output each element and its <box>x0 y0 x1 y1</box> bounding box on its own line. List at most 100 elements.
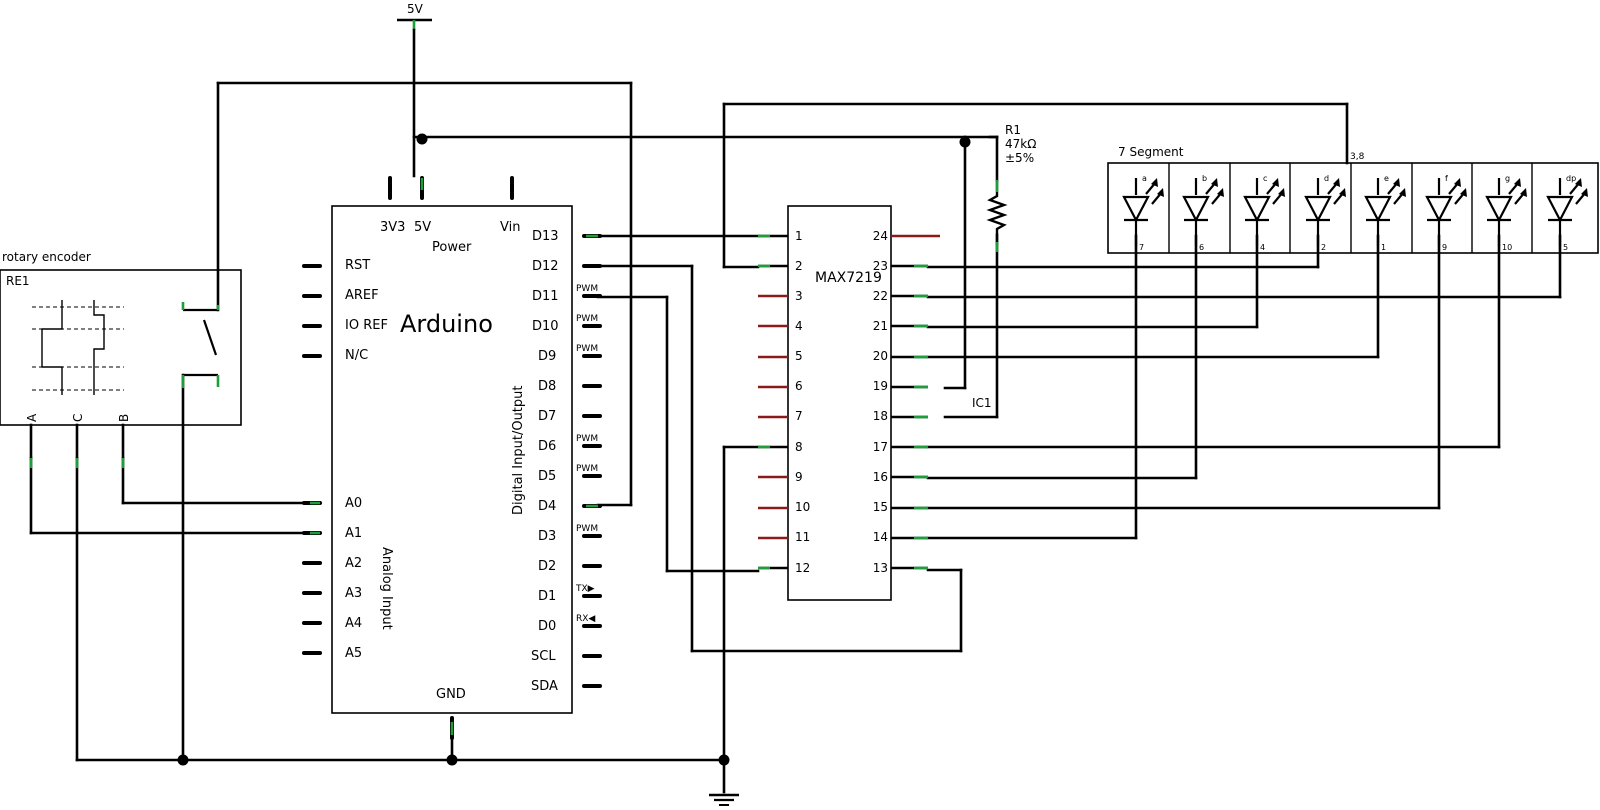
supply-label: 5V <box>407 2 424 16</box>
arduino-name: Arduino <box>400 310 493 338</box>
digital-pin-d2: D2 <box>538 559 556 574</box>
analog-pin-a0: A0 <box>345 496 362 511</box>
digital-pin-d5: D5 <box>538 469 556 484</box>
segment-pin: 6 <box>1199 243 1204 252</box>
segment-letter: b <box>1202 174 1207 183</box>
encoder-title: rotary encoder <box>2 250 91 264</box>
max7219-name: MAX7219 <box>815 270 882 286</box>
max7219-pin-20: 20 <box>873 349 888 363</box>
encoder-body <box>0 269 242 426</box>
analog-pin-a5: A5 <box>345 646 362 661</box>
segment-letter: d <box>1324 174 1329 183</box>
max7219-pin-1: 1 <box>795 229 803 243</box>
ground-symbol <box>709 793 739 806</box>
max7219-pin-21: 21 <box>873 319 888 333</box>
digital-pin-d12: D12 <box>532 259 559 274</box>
segment-led-g: g 10 <box>1485 163 1533 253</box>
resistor-r1: R1 47kΩ ±5% <box>986 123 1036 252</box>
max7219-pin-13: 13 <box>873 561 888 575</box>
display-body <box>1107 162 1599 254</box>
pin-tag-d1: TX▶ <box>575 584 595 594</box>
max7219-pin-23: 23 <box>873 259 888 273</box>
segment-led-f: f 9 <box>1425 163 1473 253</box>
power-pin-3v3: 3V3 <box>380 220 405 235</box>
gnd-label: GND <box>436 687 466 702</box>
max7219-pin-9: 9 <box>795 470 803 484</box>
resistor-tolerance: ±5% <box>1005 151 1034 165</box>
segment-led-dp: dp 5 <box>1546 174 1588 252</box>
max7219-pin-18: 18 <box>873 409 888 423</box>
digital-pin-d0: D0 <box>538 619 556 634</box>
junction-dots <box>177 133 971 766</box>
max7219-pin-11: 11 <box>795 530 810 544</box>
pin-tag-d0: RX◀ <box>576 614 595 624</box>
digital-pin-d13: D13 <box>532 229 559 244</box>
display-title: 7 Segment <box>1118 145 1184 159</box>
segment-letter: c <box>1263 174 1267 183</box>
segment-letter: dp <box>1566 174 1576 183</box>
analog-pin-a4: A4 <box>345 616 362 631</box>
segment-pin: 5 <box>1563 243 1568 252</box>
segment-pin: 1 <box>1381 243 1386 252</box>
max7219-pin-16: 16 <box>873 470 888 484</box>
analog-pin-a2: A2 <box>345 556 362 571</box>
pin-tag-d11: PWM <box>576 284 598 294</box>
max7219-pin-15: 15 <box>873 500 888 514</box>
junction-dot <box>959 136 971 148</box>
segment-pin: 7 <box>1139 243 1144 252</box>
5v-supply-symbol: 5V <box>397 2 432 30</box>
segment-led-d: d 2 <box>1304 163 1352 253</box>
segment-letter: g <box>1505 174 1510 183</box>
analog-pin-a3: A3 <box>345 586 362 601</box>
encoder-pin-a: A <box>25 413 39 422</box>
max7219-pin-12: 12 <box>795 561 810 575</box>
max7219-pin-8: 8 <box>795 440 803 454</box>
max7219-pin-10: 10 <box>795 500 810 514</box>
max7219-pin-17: 17 <box>873 440 888 454</box>
max7219-pin-5: 5 <box>795 349 803 363</box>
digital-pin-d10: D10 <box>532 319 559 334</box>
max7219-pin-14: 14 <box>873 530 888 544</box>
max7219-pin-2: 2 <box>795 259 803 273</box>
digital-pin-sda: SDA <box>531 679 558 694</box>
max7219-pin-6: 6 <box>795 379 803 393</box>
max7219-pin-3: 3 <box>795 289 803 303</box>
max7219-pin-4: 4 <box>795 319 803 333</box>
max7219-chip: MAX7219 1 2 3 4 5 6 7 8 9 10 11 12 24 23… <box>758 205 992 601</box>
rotary-encoder: rotary encoder RE1 A C B <box>0 250 242 468</box>
analog-label: Analog Input <box>379 547 394 630</box>
digital-pin-d1: D1 <box>538 589 556 604</box>
junction-dot <box>177 754 189 766</box>
digital-pin-d9: D9 <box>538 349 556 364</box>
encoder-ref: RE1 <box>6 274 30 288</box>
digital-pin-d6: D6 <box>538 439 556 454</box>
resistor-ref: R1 <box>1005 123 1021 137</box>
left-pin-nc: N/C <box>345 348 368 363</box>
display-common-pins: 3,8 <box>1350 152 1365 162</box>
junction-dot <box>446 754 458 766</box>
junction-dot <box>416 133 428 145</box>
segment-pin: 4 <box>1260 243 1265 252</box>
segment-letter: f <box>1445 174 1448 183</box>
segment-led-b: b 6 <box>1182 163 1231 253</box>
power-pin-vin: Vin <box>500 220 520 235</box>
encoder-pin-b: B <box>117 414 131 422</box>
arduino-board: Arduino Power 3V3 5V Vin RST AREF IO REF… <box>302 176 602 740</box>
pin-tag-d5: PWM <box>576 464 598 474</box>
segment-pin: 10 <box>1502 243 1512 252</box>
pin-tag-d10: PWM <box>576 314 598 324</box>
digital-pin-d7: D7 <box>538 409 556 424</box>
segment-led-c: c 4 <box>1243 163 1291 253</box>
segment-led-a: a 7 <box>1122 163 1170 253</box>
segment-led-e: e 1 <box>1364 163 1413 253</box>
pin-tag-d6: PWM <box>576 434 598 444</box>
left-pin-ioref: IO REF <box>345 318 388 333</box>
segment-letter: e <box>1384 174 1389 183</box>
max7219-pin-19: 19 <box>873 379 888 393</box>
analog-pin-a1: A1 <box>345 526 362 541</box>
segment-letter: a <box>1142 174 1147 183</box>
max7219-pin-22: 22 <box>873 289 888 303</box>
junction-dot <box>718 754 730 766</box>
resistor-value: 47kΩ <box>1005 137 1036 151</box>
